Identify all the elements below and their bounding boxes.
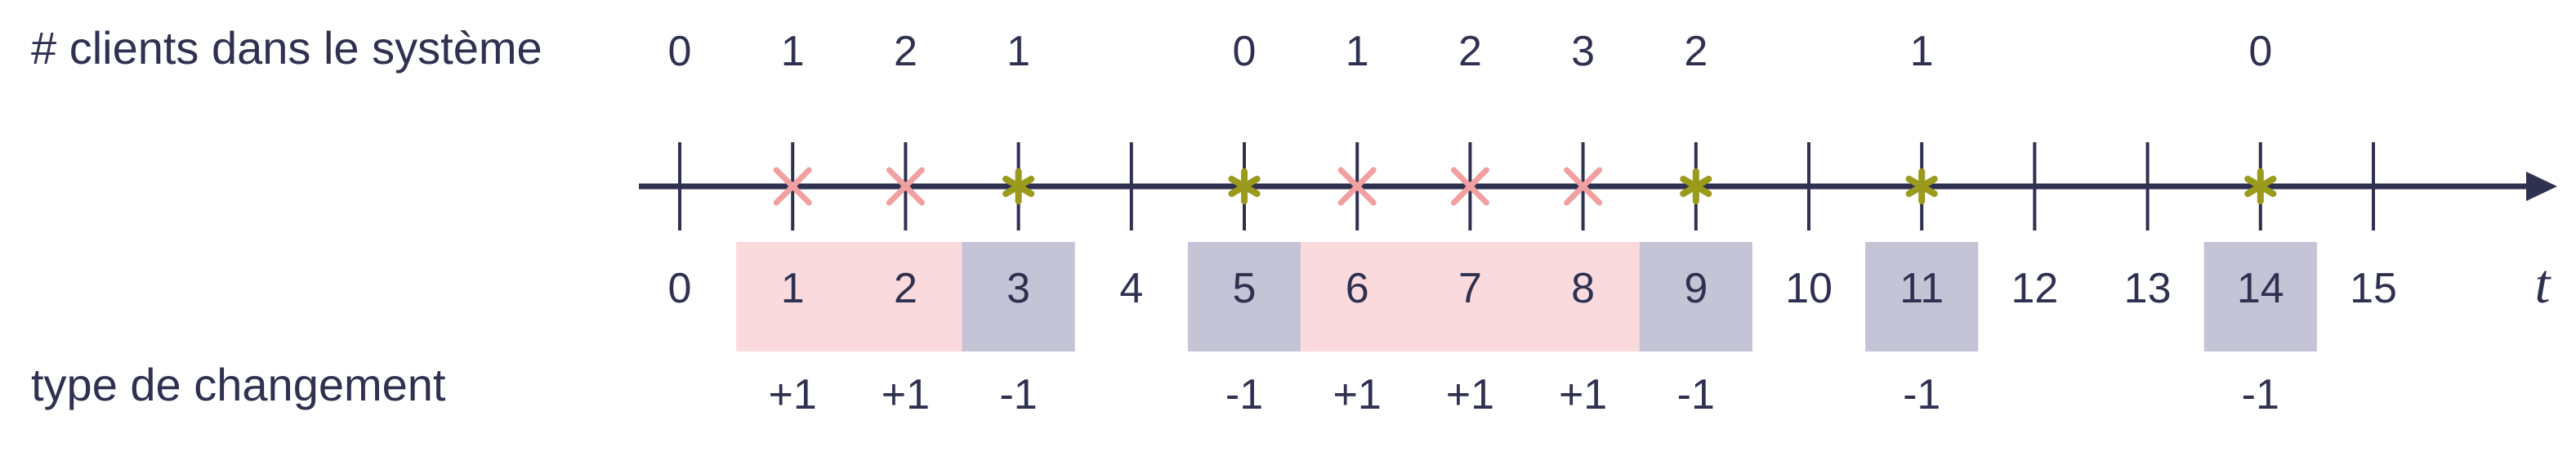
client-counts: 0 1 2 1 0 1 2 3 2 1 0 bbox=[668, 28, 2273, 75]
change-row-label: type de changement bbox=[31, 359, 446, 410]
change-value: +1 bbox=[1559, 371, 1607, 418]
arrival-box bbox=[1301, 242, 1640, 351]
tick-label: 0 bbox=[668, 265, 692, 312]
arrival-cross-icon bbox=[1337, 167, 1377, 206]
client-count-value: 1 bbox=[1007, 28, 1030, 75]
client-count-value: 2 bbox=[1458, 28, 1482, 75]
change-value: +1 bbox=[769, 371, 817, 418]
tick-label: 5 bbox=[1233, 265, 1257, 312]
tick-label: 10 bbox=[1785, 265, 1833, 312]
count-row-label: # clients dans le système bbox=[31, 22, 542, 74]
change-value: +1 bbox=[1333, 371, 1382, 418]
change-value: +1 bbox=[882, 371, 930, 418]
client-count-value: 0 bbox=[2248, 28, 2272, 75]
tick-label: 7 bbox=[1458, 265, 1482, 312]
departure-star-icon bbox=[1002, 168, 1035, 204]
departure-star-icon bbox=[1228, 168, 1261, 204]
arrival-cross-icon bbox=[773, 167, 812, 206]
departure-box bbox=[2203, 242, 2317, 351]
client-count-value: 2 bbox=[1684, 28, 1708, 75]
departure-box bbox=[1187, 242, 1301, 351]
change-value: -1 bbox=[1677, 371, 1715, 418]
client-count-value: 3 bbox=[1571, 28, 1595, 75]
client-count-value: 0 bbox=[668, 28, 692, 75]
tick-label: 12 bbox=[2011, 265, 2058, 312]
arrival-cross-icon bbox=[886, 167, 925, 206]
client-count-value: 0 bbox=[1233, 28, 1257, 75]
change-value: +1 bbox=[1446, 371, 1494, 418]
departure-star-icon bbox=[2244, 168, 2277, 204]
tick-label: 2 bbox=[894, 265, 917, 312]
tick-label: 11 bbox=[1900, 265, 1944, 312]
event-markers bbox=[773, 167, 2277, 206]
tick-label: 9 bbox=[1684, 265, 1708, 312]
tick-label: 8 bbox=[1571, 265, 1595, 312]
client-count-value: 2 bbox=[894, 28, 917, 75]
event-boxes bbox=[736, 242, 2317, 351]
change-values: +1 +1 -1 -1 +1 +1 +1 -1 -1 -1 bbox=[769, 371, 2279, 418]
departure-box bbox=[1639, 242, 1752, 351]
change-value: -1 bbox=[2242, 371, 2279, 418]
tick-label: 3 bbox=[1007, 265, 1030, 312]
arrival-box bbox=[736, 242, 962, 351]
client-count-value: 1 bbox=[781, 28, 805, 75]
change-value: -1 bbox=[1225, 371, 1263, 418]
change-value: -1 bbox=[1903, 371, 1940, 418]
client-count-value: 1 bbox=[1346, 28, 1369, 75]
client-count-value: 1 bbox=[1910, 28, 1934, 75]
departure-star-icon bbox=[1905, 168, 1938, 204]
tick-label: 4 bbox=[1119, 265, 1143, 312]
tick-label: 6 bbox=[1346, 265, 1369, 312]
tick-label: 15 bbox=[2350, 265, 2397, 312]
departure-box bbox=[1865, 242, 1979, 351]
arrival-cross-icon bbox=[1564, 167, 1603, 206]
departure-star-icon bbox=[1680, 168, 1712, 204]
change-value: -1 bbox=[999, 371, 1037, 418]
arrival-cross-icon bbox=[1450, 167, 1489, 206]
tick-label: 13 bbox=[2124, 265, 2172, 312]
tick-label: 14 bbox=[2237, 265, 2284, 312]
axis-arrow-head bbox=[2526, 172, 2557, 201]
tick-label: 1 bbox=[781, 265, 805, 312]
departure-box bbox=[962, 242, 1075, 351]
axis-t-label: t bbox=[2535, 253, 2552, 315]
